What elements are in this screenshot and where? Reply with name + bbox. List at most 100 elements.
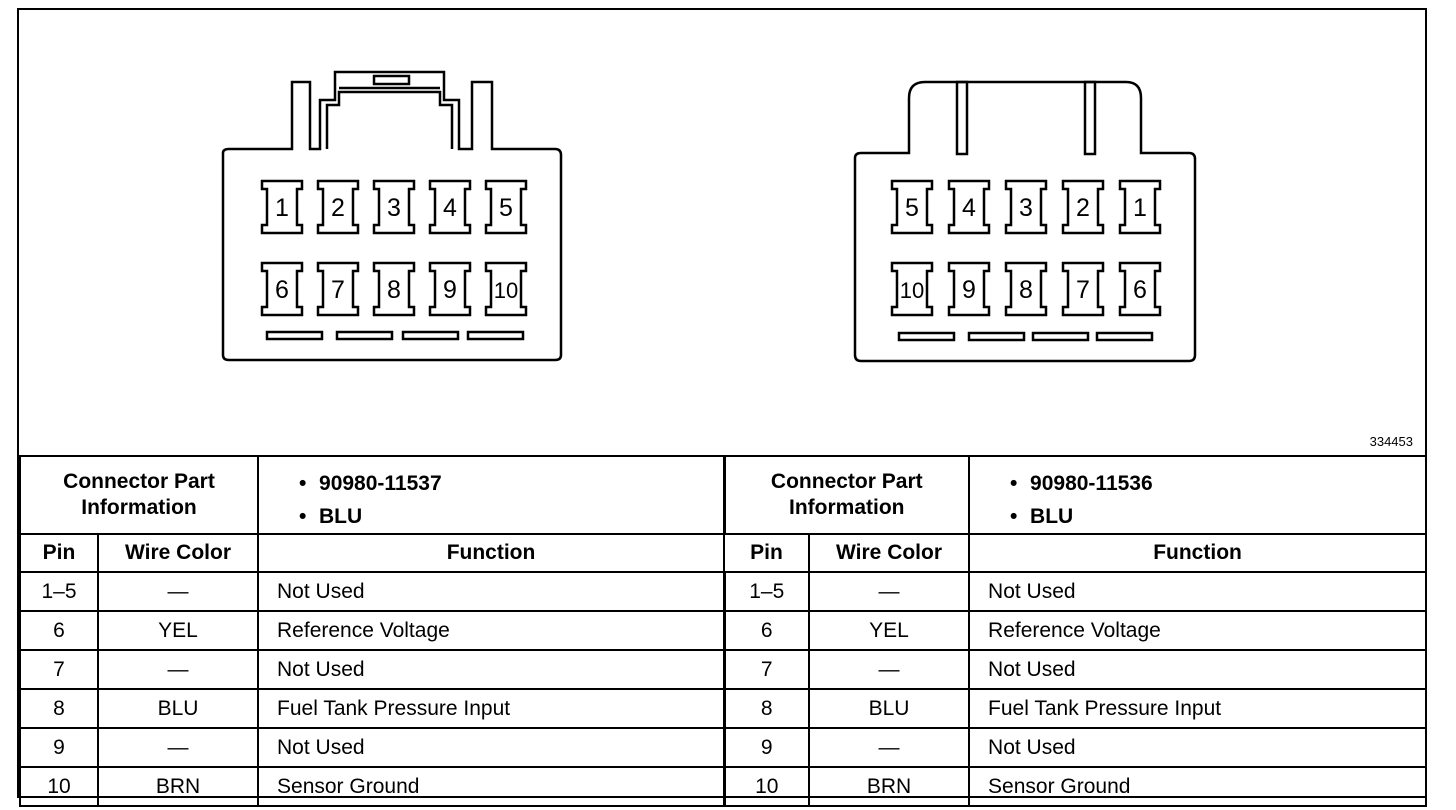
left-pin-cavity: 4 [428, 179, 472, 235]
right-pin-label: 7 [1076, 276, 1090, 304]
wire-color-cell: YEL [808, 610, 971, 651]
pinout-table-wrap: Connector Part Information •90980-11537 … [18, 455, 1428, 807]
right-pin-header: Pin [723, 533, 811, 573]
wire-color-cell: — [96, 727, 260, 768]
left-part-number: 90980-11537 [319, 472, 442, 495]
left-pin-label: 6 [275, 276, 289, 304]
column-header-row: Pin Wire Color Function Pin Wire Color F… [19, 533, 1428, 573]
right-pin-label: 3 [1019, 194, 1033, 222]
pin-cell: 8 [723, 688, 811, 729]
left-pin-label: 4 [443, 194, 457, 222]
wire-color-cell: BLU [96, 688, 260, 729]
left-pin-label: 5 [499, 194, 513, 222]
right-pin-cavity: 9 [947, 261, 991, 317]
right-pin-label: 6 [1133, 276, 1147, 304]
right-pin-label: 9 [962, 276, 976, 304]
right-connector-body [853, 80, 1197, 363]
right-pin-cavity: 10 [890, 261, 934, 317]
pin-cell: 6 [19, 610, 99, 651]
wire-color-cell: — [808, 727, 971, 768]
wire-color-cell: BRN [96, 766, 260, 807]
pin-cell: 10 [723, 766, 811, 807]
right-pin-label: 2 [1076, 194, 1090, 222]
right-connector-slots [897, 331, 1154, 342]
pin-cell: 9 [723, 727, 811, 768]
wire-color-cell: YEL [96, 610, 260, 651]
function-cell: Not Used [257, 727, 726, 768]
right-pin-label: 10 [900, 278, 924, 303]
function-cell: Not Used [968, 571, 1428, 612]
right-part-number: 90980-11536 [1030, 472, 1153, 495]
wire-color-cell: — [808, 571, 971, 612]
function-cell: Not Used [968, 649, 1428, 690]
right-pin-cavity: 7 [1061, 261, 1105, 317]
left-function-header: Function [257, 533, 726, 573]
left-pin-cavity: 9 [428, 261, 472, 317]
left-connector-slots [265, 330, 525, 341]
connector-info-row: Connector Part Information •90980-11537 … [18, 455, 1428, 535]
function-cell: Fuel Tank Pressure Input [257, 688, 726, 729]
pin-cell: 6 [723, 610, 811, 651]
figure-id: 334453 [1369, 434, 1413, 449]
right-part-info-values: •90980-11536 •BLU [968, 455, 1428, 535]
right-pin-label: 8 [1019, 276, 1033, 304]
left-pin-label: 3 [387, 194, 401, 222]
right-pin-label: 5 [905, 194, 919, 222]
right-pin-cavity: 2 [1061, 179, 1105, 235]
left-pin-label: 10 [494, 278, 518, 303]
function-cell: Not Used [257, 649, 726, 690]
left-pin-label: 7 [331, 276, 345, 304]
left-pin-cavity: 7 [316, 261, 360, 317]
function-cell: Reference Voltage [968, 610, 1428, 651]
left-pin-cavity: 10 [484, 261, 528, 317]
left-pin-cavity: 1 [260, 179, 304, 235]
pin-cell: 7 [723, 649, 811, 690]
pin-cell: 10 [19, 766, 99, 807]
pin-cell: 8 [19, 688, 99, 729]
function-cell: Reference Voltage [257, 610, 726, 651]
wire-color-cell: BRN [808, 766, 971, 807]
left-pin-cavity: 8 [372, 261, 416, 317]
pinout-table: Connector Part Information •90980-11537 … [18, 455, 1428, 807]
wire-color-cell: BLU [808, 688, 971, 729]
right-function-header: Function [968, 533, 1428, 573]
right-pin-cavity: 6 [1118, 261, 1162, 317]
right-connector-color: BLU [1030, 505, 1074, 528]
left-pin-label: 2 [331, 194, 345, 222]
left-pin-cavity: 5 [484, 179, 528, 235]
wire-color-cell: — [96, 571, 260, 612]
right-pin-cavity: 3 [1004, 179, 1048, 235]
right-pin-cavity: 1 [1118, 179, 1162, 235]
pin-cell: 1–5 [723, 571, 811, 612]
function-cell: Not Used [257, 571, 726, 612]
left-part-info-values: •90980-11537 •BLU [257, 455, 726, 535]
pin-cell: 7 [19, 649, 99, 690]
function-cell: Sensor Ground [257, 766, 726, 807]
right-pin-label: 1 [1133, 194, 1147, 222]
left-pin-label: 1 [275, 194, 289, 222]
left-pin-cavity: 6 [260, 261, 304, 317]
right-pin-cavity: 4 [947, 179, 991, 235]
right-pin-cavity: 5 [890, 179, 934, 235]
right-pin-cavity: 8 [1004, 261, 1048, 317]
left-pin-header: Pin [19, 533, 99, 573]
left-connector-pins: 1 2 3 4 5 6 7 8 9 10 [260, 179, 528, 317]
left-pin-cavity: 2 [316, 179, 360, 235]
function-cell: Not Used [968, 727, 1428, 768]
left-connector-body [221, 70, 563, 362]
left-pin-label: 9 [443, 276, 457, 304]
function-cell: Fuel Tank Pressure Input [968, 688, 1428, 729]
pin-cell: 1–5 [19, 571, 99, 612]
left-pin-label: 8 [387, 276, 401, 304]
left-pin-cavity: 3 [372, 179, 416, 235]
pin-cell: 9 [19, 727, 99, 768]
